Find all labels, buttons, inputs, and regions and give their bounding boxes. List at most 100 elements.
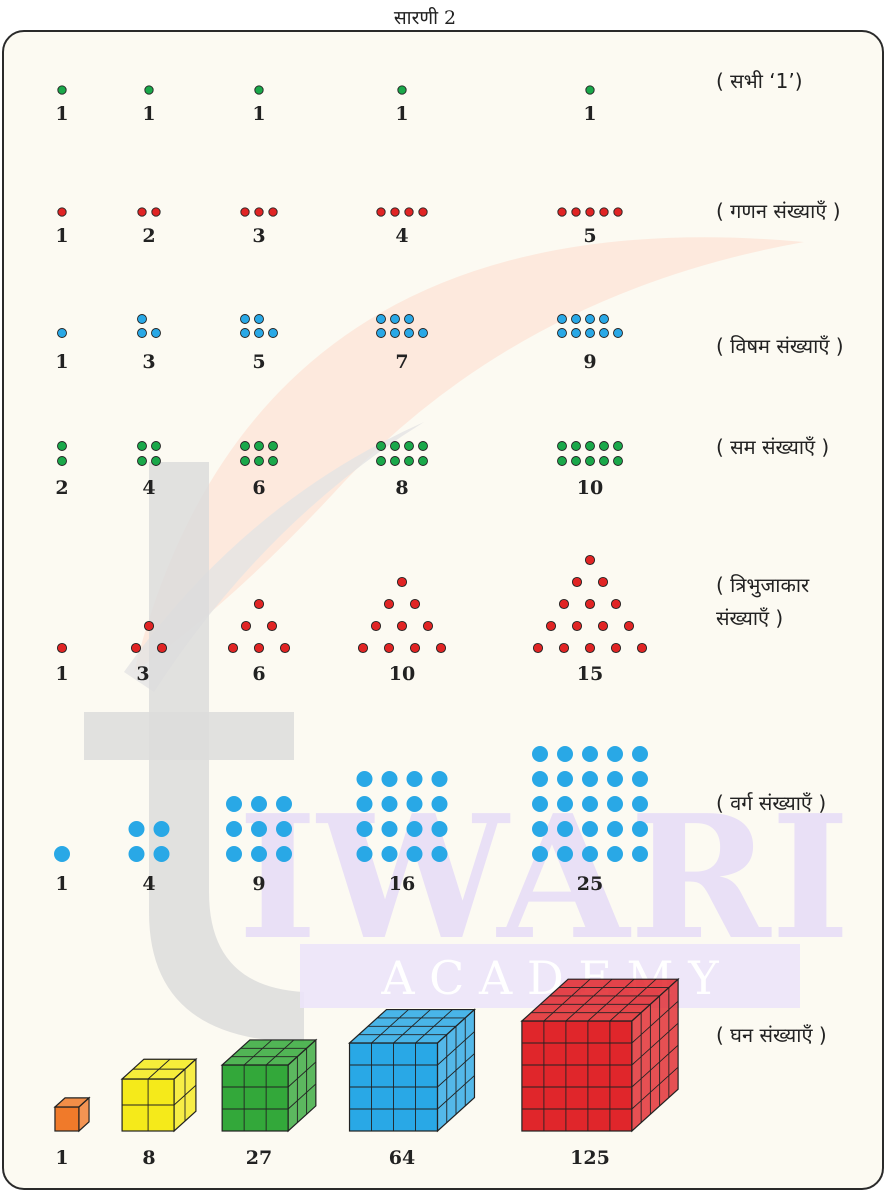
cube-grid-line [631, 1022, 679, 1066]
number-ones-1: 1 [142, 103, 155, 125]
pattern-dot [254, 207, 264, 217]
pattern-dot [56, 642, 68, 654]
cube-grid-line [415, 1009, 453, 1044]
row-label: ( गणन संख्याएँ ) [716, 199, 841, 223]
pattern-dot [137, 328, 147, 338]
row-label: ( त्रिभुजाकार [716, 573, 810, 598]
cube-front-face [221, 1064, 289, 1132]
pattern-dot [532, 771, 548, 787]
pattern-dot [128, 846, 145, 862]
pattern-dot [383, 598, 395, 610]
pattern-dot [571, 620, 583, 632]
pattern-dot [381, 796, 398, 812]
pattern-dot [226, 846, 242, 862]
pattern-dot [557, 314, 567, 324]
number-even-2: 6 [252, 477, 265, 499]
pattern-dot [599, 441, 609, 451]
number-square-2: 9 [252, 873, 265, 895]
pattern-dot [599, 456, 609, 466]
pattern-dot [404, 207, 414, 217]
pattern-dot [585, 207, 595, 217]
cube-grid-line [287, 1061, 317, 1088]
pattern-dot [582, 746, 598, 762]
pattern-dot [610, 598, 622, 610]
number-odd-1: 3 [142, 351, 155, 373]
pattern-dot [607, 821, 623, 837]
pattern-dot [557, 456, 567, 466]
cube-8 [120, 1057, 198, 1133]
pattern-dot [381, 771, 398, 787]
pattern-dot [557, 746, 573, 762]
pattern-dot [632, 821, 648, 837]
pattern-dot [143, 620, 155, 632]
cube-grid-line [587, 978, 635, 1022]
pattern-dot [254, 85, 264, 95]
pattern-dot [607, 846, 623, 862]
cube-grid-line [565, 978, 613, 1022]
pattern-dot [240, 620, 252, 632]
pattern-dot [57, 328, 67, 338]
pattern-dot [276, 821, 292, 837]
pattern-dot [623, 620, 635, 632]
number-triangular-1: 3 [136, 663, 149, 685]
pattern-dot [422, 620, 434, 632]
cube-grid-line [631, 1000, 679, 1044]
number-cube-2: 27 [246, 1147, 272, 1169]
pattern-dot [532, 642, 544, 654]
cube-front-face [521, 1020, 633, 1132]
pattern-dot [632, 771, 648, 787]
number-cube-0: 1 [55, 1147, 68, 1169]
cube-front-face [54, 1106, 80, 1132]
pattern-dot [431, 846, 448, 862]
pattern-dot [240, 456, 250, 466]
pattern-dot [254, 314, 264, 324]
pattern-dot [557, 771, 573, 787]
number-odd-4: 9 [583, 351, 596, 373]
number-triangular-0: 1 [55, 663, 68, 685]
pattern-dot [406, 771, 423, 787]
pattern-dot [431, 796, 448, 812]
pattern-dot [153, 846, 170, 862]
watermark-leaf [134, 237, 804, 672]
pattern-dot [557, 328, 567, 338]
pattern-dot [128, 821, 145, 837]
row-label: ( सम संख्याएँ ) [716, 435, 829, 459]
pattern-dot [57, 85, 67, 95]
pattern-dot [57, 441, 67, 451]
pattern-dot [607, 746, 623, 762]
pattern-dot [137, 441, 147, 451]
number-odd-3: 7 [395, 351, 408, 373]
pattern-dot [610, 642, 622, 654]
pattern-dot [431, 771, 448, 787]
row-label: ( घन संख्याएँ ) [716, 1023, 827, 1047]
pattern-dot [607, 796, 623, 812]
row-label: ( वर्ग संख्याएँ ) [716, 791, 826, 815]
pattern-dot [585, 441, 595, 451]
pattern-dot [153, 821, 170, 837]
number-even-0: 2 [55, 477, 68, 499]
cube-grid-line [437, 1075, 475, 1110]
pattern-dot [557, 207, 567, 217]
pattern-dot [613, 328, 623, 338]
pattern-dot [390, 456, 400, 466]
pattern-dot [251, 796, 267, 812]
pattern-dot [156, 642, 168, 654]
pattern-dot [599, 314, 609, 324]
pattern-dot [406, 846, 423, 862]
pattern-dot [557, 821, 573, 837]
pattern-dot [557, 441, 567, 451]
pattern-dot [254, 456, 264, 466]
pattern-dot [557, 846, 573, 862]
row-label: ( विषम संख्याएँ ) [716, 334, 844, 358]
pattern-dot [397, 85, 407, 95]
pattern-dot [144, 85, 154, 95]
pattern-dot [227, 642, 239, 654]
number-ones-4: 1 [583, 103, 596, 125]
pattern-dot [613, 441, 623, 451]
pattern-dot [435, 642, 447, 654]
number-ones-3: 1 [395, 103, 408, 125]
pattern-dot [137, 314, 147, 324]
